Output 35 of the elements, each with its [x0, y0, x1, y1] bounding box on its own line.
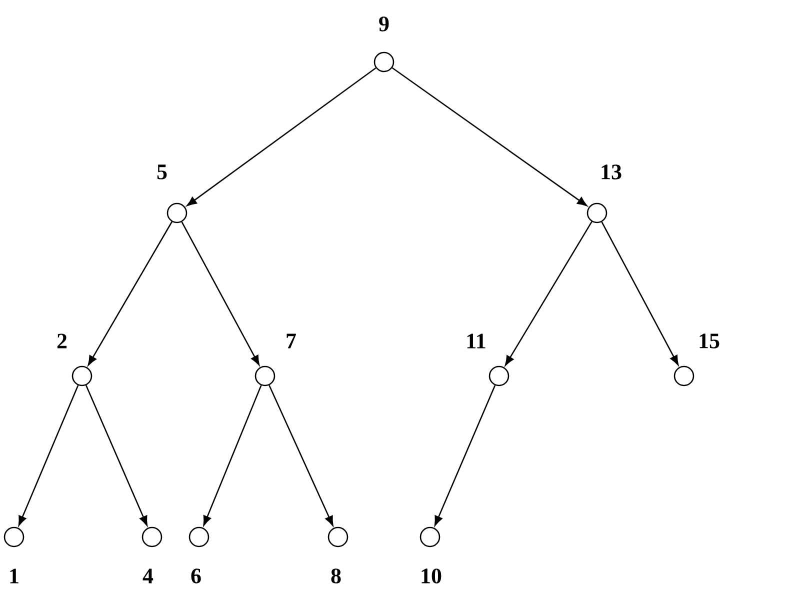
- tree-node: [157, 164, 188, 224]
- tree-node: [420, 526, 442, 584]
- node-label: 5: [157, 164, 167, 180]
- arrow: [392, 67, 588, 206]
- arrow: [504, 221, 592, 366]
- node-label: 1: [10, 568, 18, 584]
- tree-node: [328, 526, 348, 584]
- node-label: 8: [331, 568, 341, 584]
- arrow: [181, 222, 260, 366]
- tree-node: [254, 334, 296, 386]
- arrow: [268, 384, 334, 526]
- node-label: 4: [142, 568, 154, 584]
- tree-node: [188, 526, 210, 584]
- arrow: [88, 221, 172, 366]
- tree-node: [57, 334, 92, 386]
- tree-node: [586, 164, 622, 224]
- arrow: [434, 385, 496, 526]
- tree-node: [4, 526, 24, 584]
- node-label: 13: [602, 164, 622, 180]
- arrow: [85, 385, 148, 526]
- tree-node: [142, 526, 162, 584]
- node-label: 10: [422, 568, 442, 584]
- arrow: [203, 385, 262, 526]
- node-label: 2: [57, 334, 67, 348]
- tree-node: [467, 334, 510, 386]
- tree-node: [674, 334, 720, 386]
- node-label: 11: [467, 334, 486, 348]
- node-label: 15: [700, 334, 720, 348]
- node-label: 6: [191, 568, 201, 584]
- node-label: 7: [286, 334, 296, 348]
- node-label: 9: [379, 16, 389, 32]
- tree-node: [374, 16, 394, 72]
- arrow: [186, 67, 376, 206]
- arrow: [18, 385, 79, 526]
- arrow: [601, 222, 679, 366]
